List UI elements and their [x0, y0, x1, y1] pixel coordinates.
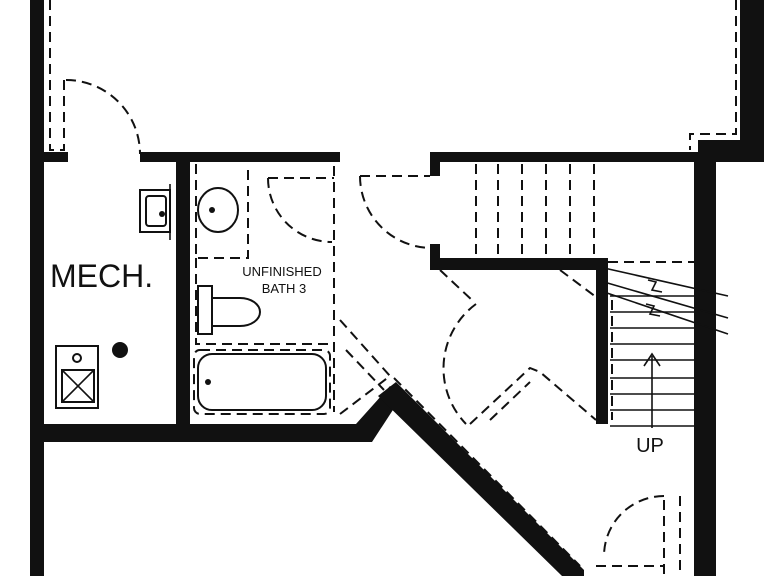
door-swing-stair — [359, 175, 433, 249]
wall-diagonal — [378, 382, 584, 576]
wall-right — [694, 152, 716, 576]
wall-stair-top-post — [430, 152, 440, 176]
wall-stair-top — [430, 152, 720, 162]
wall-upper-right-vertical — [740, 0, 764, 162]
dashed-partitions — [49, 0, 737, 576]
water-heater-icon — [55, 345, 99, 409]
stair-direction-label: UP — [636, 435, 664, 457]
door-swing-mech — [65, 79, 141, 155]
wall-lower-horizontal — [30, 386, 402, 442]
wall-landing-post — [430, 244, 440, 270]
wall-mech-bath-divider — [176, 152, 190, 432]
main-stair — [603, 267, 729, 428]
wall-mech-top-left — [30, 152, 68, 162]
door-swing-hall — [442, 303, 477, 425]
stair-up-arrow — [643, 352, 661, 428]
wall-left-upper — [30, 0, 44, 162]
lavatory-sink-icon — [197, 187, 239, 233]
wall-left-lower — [30, 162, 44, 576]
upper-stair-treads — [475, 164, 595, 256]
door-swing-lower — [603, 495, 665, 557]
wall-mech-top-right — [140, 152, 340, 162]
laundry-sink-icon — [139, 184, 171, 240]
floor-drain-icon — [112, 342, 128, 358]
door-swings — [65, 79, 665, 557]
door-swing-bath — [267, 177, 333, 243]
room-label-bath-line1: UNFINISHED — [242, 264, 321, 279]
bathtub-icon — [193, 349, 331, 415]
wall-stair-landing — [430, 258, 608, 270]
room-label-bath-line2: BATH 3 — [262, 281, 307, 296]
walls — [30, 0, 764, 576]
toilet-icon — [197, 285, 261, 335]
room-label-mech: MECH. — [50, 258, 153, 294]
